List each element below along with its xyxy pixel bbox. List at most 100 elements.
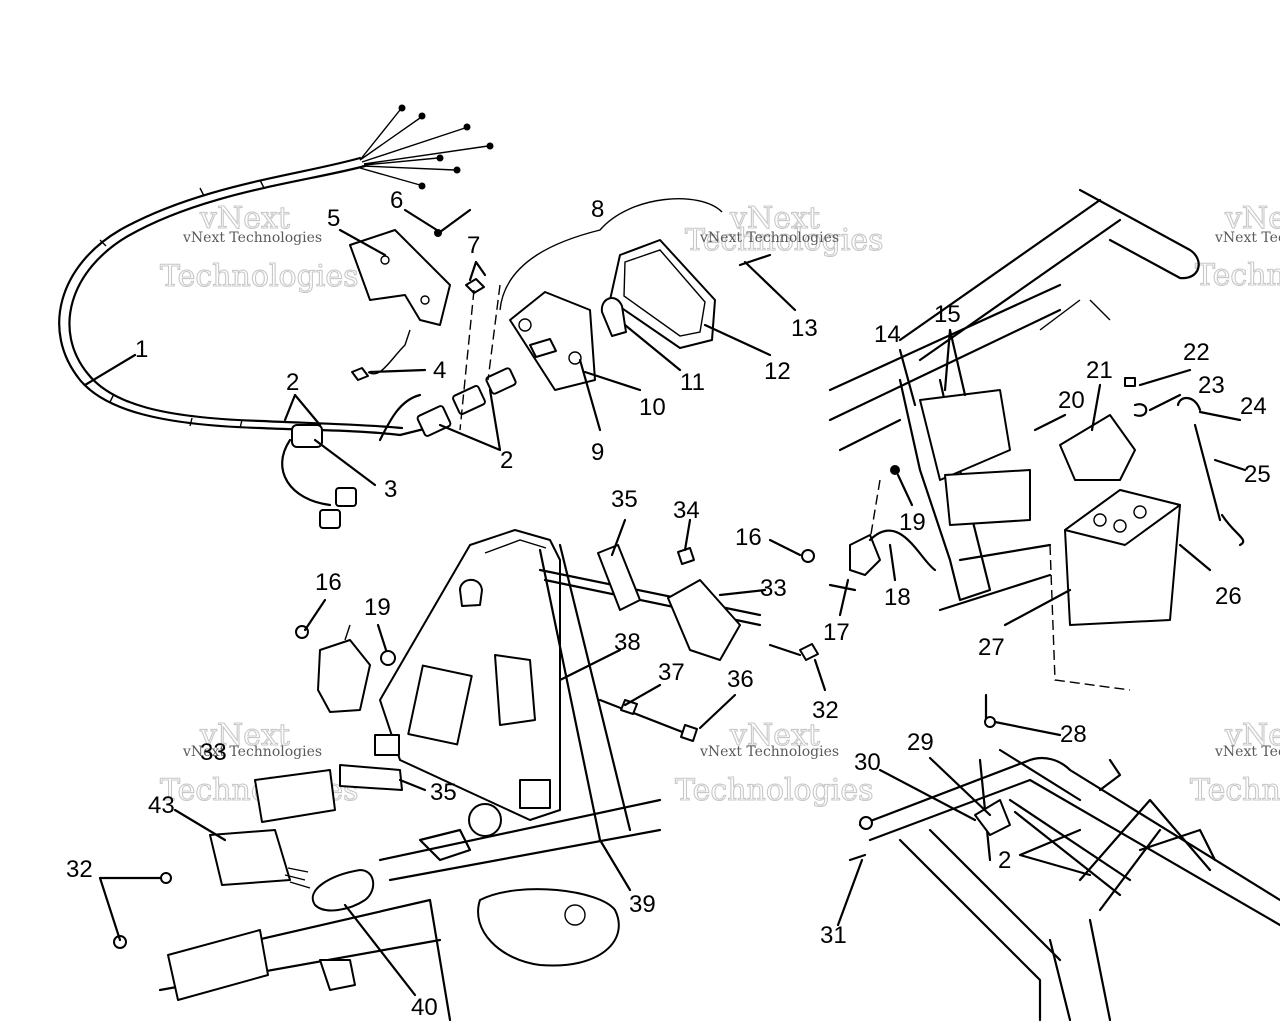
- watermark-big-line2: Technologies: [675, 773, 874, 808]
- callout-7: 7: [467, 232, 480, 259]
- mounting-bracket-5: [349, 229, 451, 326]
- callout-10: 10: [639, 394, 666, 421]
- washer-19: [380, 650, 396, 666]
- upper-frame: [828, 188, 1200, 612]
- washer-19: [890, 465, 900, 475]
- bolt-32: [799, 643, 819, 661]
- callout-31: 31: [820, 922, 847, 949]
- connector-3: [291, 424, 323, 448]
- watermark-small: vNext Technologies: [182, 230, 322, 246]
- leader-lines: [83, 208, 1247, 997]
- bolt-36-37: [598, 698, 698, 742]
- battery-27: [1049, 489, 1181, 691]
- socket-9: [529, 338, 557, 358]
- connector-plug: [319, 509, 341, 529]
- callout-24: 24: [1240, 393, 1267, 420]
- screw-32: [160, 872, 172, 884]
- callout-34: 34: [673, 497, 700, 524]
- callout-labels: 1 2 2 2 3 4 5 6 7 8 9 10 11 12 13 14 15 …: [66, 187, 1271, 1021]
- watermark-big-line2: Technologies: [1195, 258, 1280, 293]
- watermark-small: vNext Technologies: [1214, 230, 1280, 246]
- callout-22: 22: [1183, 339, 1210, 366]
- watermark-big-line1: vNext: [729, 718, 820, 753]
- screw-28: [984, 716, 996, 728]
- watermark-big-line2: Technologies: [685, 223, 884, 258]
- callout-23: 23: [1198, 372, 1225, 399]
- watermark-big-line1: vNext: [199, 201, 290, 236]
- callout-1: 1: [135, 336, 148, 363]
- callout-2: 2: [500, 447, 513, 474]
- module-43: [209, 829, 291, 886]
- callout-13: 13: [791, 315, 818, 342]
- callout-20: 20: [1058, 387, 1085, 414]
- callout-18: 18: [884, 584, 911, 611]
- connector-2: [485, 367, 517, 395]
- watermark-big-line1: vNext: [1224, 201, 1280, 236]
- callout-30: 30: [854, 749, 881, 776]
- callout-3: 3: [384, 476, 397, 503]
- module-33: [667, 579, 741, 661]
- callout-39: 39: [629, 891, 656, 918]
- connectors: [291, 367, 517, 529]
- callout-2: 2: [286, 369, 299, 396]
- callout-12: 12: [764, 358, 791, 385]
- watermark-big-line1: vNext: [199, 718, 290, 753]
- callout-5: 5: [327, 205, 340, 232]
- callout-33: 33: [760, 575, 787, 602]
- watermark-big-line1: vNext: [729, 201, 820, 236]
- nut-4: [351, 367, 369, 381]
- callout-21: 21: [1086, 357, 1113, 384]
- battery-cover-21: [1059, 414, 1136, 481]
- lower-right-frame: [848, 693, 1280, 1022]
- center-mounting-plate: [374, 529, 762, 842]
- callout-33: 33: [200, 739, 227, 766]
- taillight-assembly: [499, 198, 772, 391]
- rectifier-parts: [801, 465, 937, 592]
- connector-2: [416, 405, 452, 437]
- callout-9: 9: [591, 439, 604, 466]
- clamp-29: [974, 799, 1011, 836]
- callout-27: 27: [978, 634, 1005, 661]
- nut-16: [801, 549, 815, 563]
- lower-frame: [113, 764, 662, 1022]
- callout-17: 17: [823, 619, 850, 646]
- watermark-big-line1: vNext: [1224, 718, 1280, 753]
- callout-35: 35: [430, 779, 457, 806]
- callout-19: 19: [899, 509, 926, 536]
- wiring-harness: [58, 104, 494, 507]
- module-parts: [597, 544, 819, 661]
- watermark-small: vNext Technologies: [1214, 744, 1280, 760]
- callout-16: 16: [315, 569, 342, 596]
- callout-11: 11: [680, 369, 705, 396]
- callout-8: 8: [591, 196, 604, 223]
- battery-strap-parts: [1124, 377, 1245, 547]
- callout-26: 26: [1215, 583, 1242, 610]
- washer-37: [620, 699, 638, 715]
- watermark-big-line2: Technologies: [160, 259, 359, 294]
- watermark-big-line2: Technologies: [1190, 773, 1280, 808]
- callout-35: 35: [611, 486, 638, 513]
- callout-28: 28: [1060, 721, 1087, 748]
- callout-25: 25: [1244, 461, 1271, 488]
- callout-2: 2: [998, 847, 1011, 874]
- callout-43: 43: [148, 792, 175, 819]
- taillight-base-10: [509, 291, 596, 391]
- bracket-17: [849, 534, 881, 576]
- callout-37: 37: [658, 659, 685, 686]
- bracket-35: [597, 544, 641, 611]
- callout-36: 36: [727, 666, 754, 693]
- callout-19: 19: [364, 594, 391, 621]
- nut-7: [465, 278, 485, 294]
- callout-29: 29: [907, 729, 934, 756]
- callout-14: 14: [874, 321, 901, 348]
- callout-6: 6: [390, 187, 403, 214]
- watermark-small: vNext Technologies: [699, 744, 839, 760]
- callout-40: 40: [411, 994, 438, 1021]
- callout-32: 32: [66, 856, 93, 883]
- bracket-35-lower: [339, 764, 403, 791]
- relay-38: [494, 654, 536, 726]
- watermark-small: vNext Technologies: [182, 744, 322, 760]
- grommet-40: [311, 869, 375, 912]
- bulb-11: [600, 297, 627, 337]
- fasteners-top: [351, 208, 501, 431]
